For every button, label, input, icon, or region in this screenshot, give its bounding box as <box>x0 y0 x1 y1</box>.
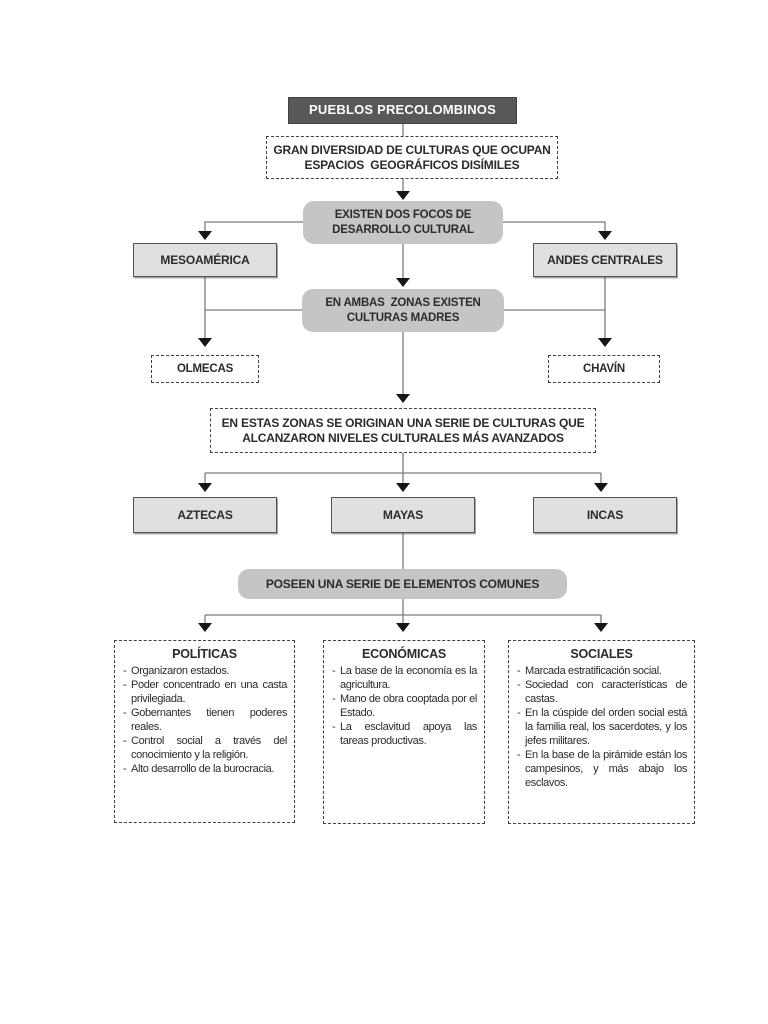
arrowhead-icons <box>198 191 612 632</box>
node-series-culturas-line2: ALCANZARON NIVELES CULTURALES MÁS AVANZA… <box>242 430 564 445</box>
column-politicas: POLÍTICAS Organizaron estados. Poder con… <box>114 640 295 823</box>
node-series-culturas: EN ESTAS ZONAS SE ORIGINAN UNA SERIE DE … <box>210 408 596 453</box>
list-item: La base de la economía es la agricultura… <box>331 665 477 693</box>
node-mesoamerica: MESOAMÉRICA <box>133 243 277 277</box>
node-incas: INCAS <box>533 497 677 533</box>
node-aztecas: AZTECAS <box>133 497 277 533</box>
node-title-label: PUEBLOS PRECOLOMBINOS <box>309 102 496 118</box>
list-item-text: Poder concentrado en una casta privilegi… <box>131 678 287 705</box>
list-item-text: Sociedad con características de castas. <box>525 678 687 705</box>
list-item: Mano de obra cooptada por el Estado. <box>331 693 477 721</box>
list-item: Control social a través del conocimiento… <box>122 735 287 763</box>
column-sociales-title: SOCIALES <box>570 647 633 661</box>
list-item: La esclavitud apoya las tareas productiv… <box>331 721 477 749</box>
node-incas-label: INCAS <box>586 507 624 522</box>
column-sociales: SOCIALES Marcada estratificación social.… <box>508 640 695 824</box>
node-chavin-label: CHAVÍN <box>582 362 626 375</box>
node-mayas-label: MAYAS <box>382 507 424 522</box>
node-chavin: CHAVÍN <box>548 355 660 383</box>
list-item: Gobernantes tienen poderes reales. <box>122 707 287 735</box>
list-item-text: En la base de la pirámide están los camp… <box>525 748 687 789</box>
list-item-text: Gobernantes tienen poderes reales. <box>131 706 287 733</box>
list-item: Organizaron estados. <box>122 665 287 679</box>
list-item-text: Alto desarrollo de la burocracia. <box>131 762 275 775</box>
node-series-culturas-line1: EN ESTAS ZONAS SE ORIGINAN UNA SERIE DE … <box>221 415 585 430</box>
node-aztecas-label: AZTECAS <box>177 507 233 522</box>
column-politicas-title: POLÍTICAS <box>172 647 237 661</box>
node-focos: EXISTEN DOS FOCOS DE DESARROLLO CULTURAL <box>303 201 503 244</box>
list-item-text: En la cúspide del orden social está la f… <box>525 706 687 747</box>
list-item: Poder concentrado en una casta privilegi… <box>122 679 287 707</box>
node-focos-line1: EXISTEN DOS FOCOS DE <box>334 209 472 222</box>
list-item-text: La base de la economía es la agricultura… <box>340 664 477 691</box>
node-mayas: MAYAS <box>331 497 475 533</box>
list-item-text: La esclavitud apoya las tareas productiv… <box>340 720 477 747</box>
list-item: Alto desarrollo de la burocracia. <box>122 763 287 777</box>
node-title: PUEBLOS PRECOLOMBINOS <box>288 97 517 124</box>
list-item-text: Marcada estratificación social. <box>525 664 662 677</box>
list-item: Marcada estratificación social. <box>516 665 687 679</box>
node-diversity-line2: ESPACIOS GEOGRÁFICOS DISÍMILES <box>304 157 520 172</box>
column-economicas: ECONÓMICAS La base de la economía es la … <box>323 640 485 824</box>
list-item-text: Mano de obra cooptada por el Estado. <box>340 692 477 719</box>
column-economicas-list: La base de la economía es la agricultura… <box>331 665 477 749</box>
column-economicas-title: ECONÓMICAS <box>361 647 447 661</box>
list-item: En la base de la pirámide están los camp… <box>516 749 687 791</box>
node-elementos-comunes: POSEEN UNA SERIE DE ELEMENTOS COMUNES <box>238 569 567 599</box>
node-mesoamerica-label: MESOAMÉRICA <box>160 252 250 267</box>
list-item-text: Organizaron estados. <box>131 664 230 677</box>
node-andes-centrales: ANDES CENTRALES <box>533 243 677 277</box>
node-andes-centrales-label: ANDES CENTRALES <box>547 252 663 267</box>
node-diversity-line1: GRAN DIVERSIDAD DE CULTURAS QUE OCUPAN <box>273 142 551 157</box>
node-diversity: GRAN DIVERSIDAD DE CULTURAS QUE OCUPAN E… <box>266 136 558 179</box>
list-item: En la cúspide del orden social está la f… <box>516 707 687 749</box>
list-item-text: Control social a través del conocimiento… <box>131 734 287 761</box>
node-olmecas-label: OLMECAS <box>176 362 234 375</box>
column-politicas-list: Organizaron estados. Poder concentrado e… <box>122 665 287 777</box>
node-olmecas: OLMECAS <box>151 355 259 383</box>
node-elementos-comunes-label: POSEEN UNA SERIE DE ELEMENTOS COMUNES <box>265 576 540 591</box>
column-sociales-list: Marcada estratificación social. Sociedad… <box>516 665 687 791</box>
list-item: Sociedad con características de castas. <box>516 679 687 707</box>
node-culturas-madres-line1: EN AMBAS ZONAS EXISTEN <box>325 297 481 310</box>
node-culturas-madres: EN AMBAS ZONAS EXISTEN CULTURAS MADRES <box>302 289 504 332</box>
node-culturas-madres-line2: CULTURAS MADRES <box>346 311 460 324</box>
node-focos-line2: DESARROLLO CULTURAL <box>332 223 474 236</box>
